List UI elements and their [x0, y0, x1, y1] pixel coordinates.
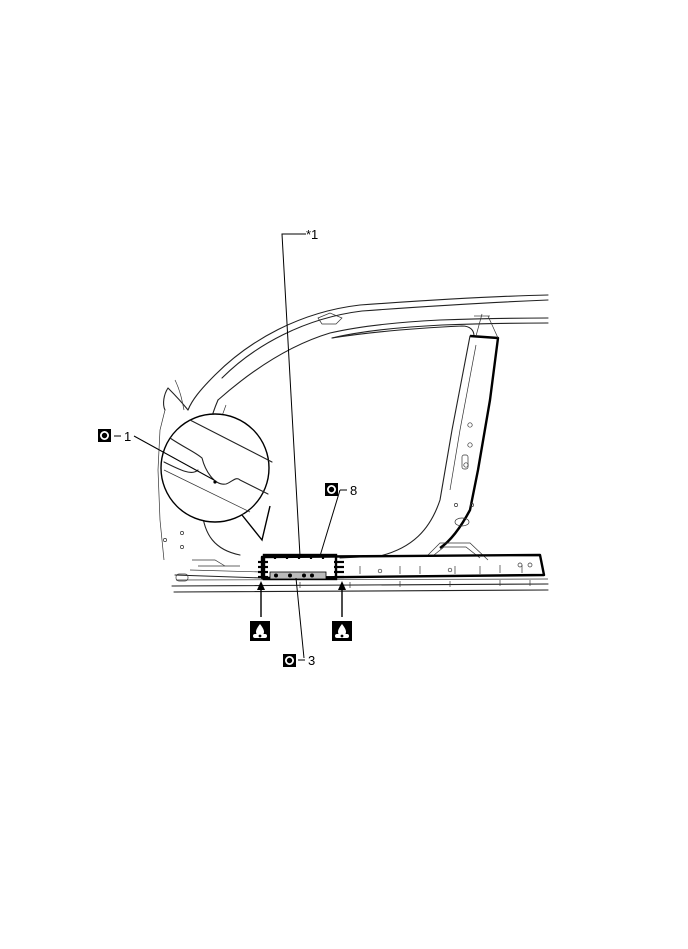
spot-weld-icon — [98, 429, 111, 442]
callout-ref-1: *1 — [306, 227, 318, 242]
weld-label-8: 8 — [350, 483, 357, 498]
magnified-detail-view — [160, 413, 273, 542]
weld-region — [258, 553, 344, 581]
weld-callout-8: 8 — [325, 483, 357, 498]
weld-callout-3: 3 — [283, 653, 315, 668]
sealer-icon — [332, 621, 352, 641]
weld-label-3: 3 — [308, 653, 315, 668]
spot-weld-icon — [325, 483, 338, 496]
leader-lines — [133, 233, 341, 659]
sealer-icon — [250, 621, 270, 641]
sealer-arrow-right — [332, 581, 352, 641]
weld-label-1: 1 — [124, 429, 131, 444]
spot-weld-icon — [283, 654, 296, 667]
sealer-arrow-left — [250, 581, 270, 641]
body-side-outline — [157, 294, 549, 593]
weld-callout-1: 1 — [98, 429, 131, 444]
